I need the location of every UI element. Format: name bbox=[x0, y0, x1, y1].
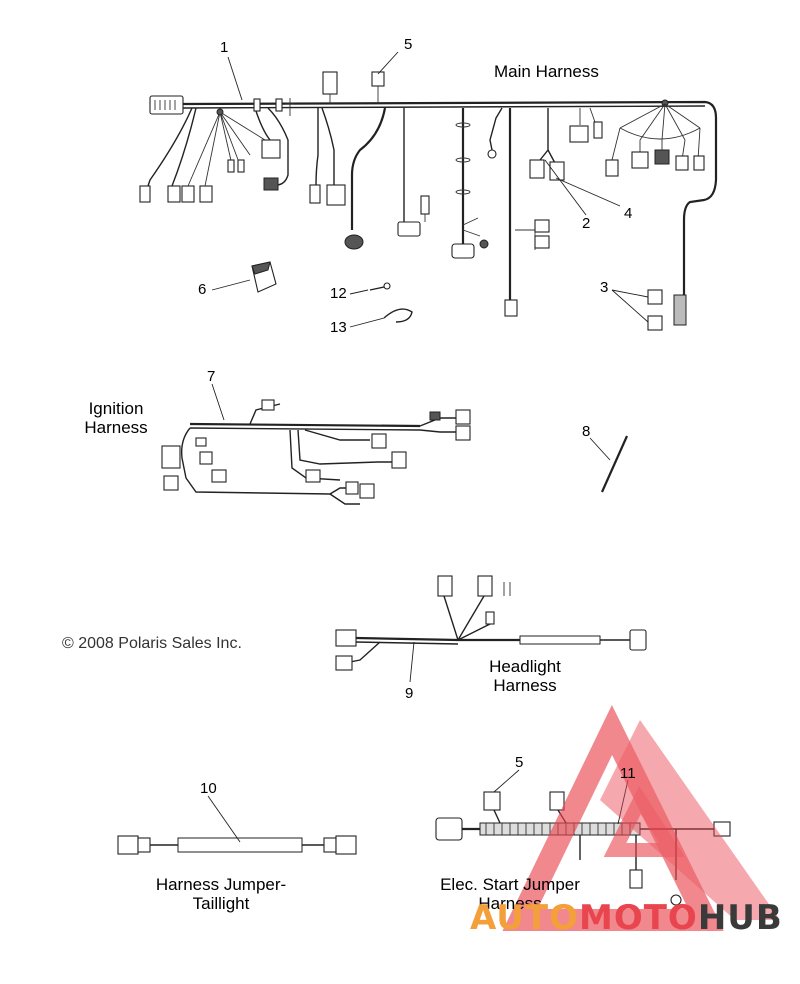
watermark-part-hub: HUB bbox=[697, 898, 783, 938]
main-harness-label: Main Harness bbox=[494, 62, 599, 81]
callout-5-elec: 5 bbox=[515, 754, 524, 771]
callout-1: 1 bbox=[220, 39, 229, 56]
callout-10: 10 bbox=[200, 780, 217, 797]
callout-8: 8 bbox=[582, 423, 591, 440]
callout-3: 3 bbox=[600, 279, 609, 296]
taillight-jumper-drawing bbox=[117, 835, 357, 855]
callout-12: 12 bbox=[330, 285, 347, 302]
watermark-logo bbox=[502, 704, 780, 931]
watermark-part-moto: MOTO bbox=[578, 898, 698, 938]
callout-2: 2 bbox=[582, 215, 591, 232]
elec-start-jumper-label: Elec. Start Jumper Harness bbox=[440, 875, 580, 913]
callout-9: 9 bbox=[405, 685, 414, 702]
watermark-text: AUTOMOTOHUB bbox=[470, 898, 783, 938]
watermark-part-auto: AUTO bbox=[470, 898, 579, 938]
elec-start-jumper-drawing bbox=[435, 791, 731, 906]
copyright-text: © 2008 Polaris Sales Inc. bbox=[62, 635, 242, 652]
callout-11: 11 bbox=[620, 765, 636, 782]
ignition-harness-drawing bbox=[161, 399, 471, 505]
headlight-harness-drawing bbox=[335, 575, 647, 671]
headlight-harness-label: Headlight Harness bbox=[489, 657, 561, 695]
callout-6: 6 bbox=[198, 281, 207, 298]
callout-13: 13 bbox=[330, 319, 347, 336]
ignition-harness-label: Ignition Harness bbox=[84, 399, 148, 437]
callout-5-main: 5 bbox=[404, 36, 413, 53]
taillight-jumper-label: Harness Jumper-Taillight bbox=[155, 875, 287, 913]
main-harness-drawing bbox=[139, 71, 718, 331]
callout-7: 7 bbox=[207, 368, 216, 385]
callout-4: 4 bbox=[624, 205, 633, 222]
item-8-part bbox=[600, 435, 629, 493]
leader-lines bbox=[207, 51, 649, 843]
